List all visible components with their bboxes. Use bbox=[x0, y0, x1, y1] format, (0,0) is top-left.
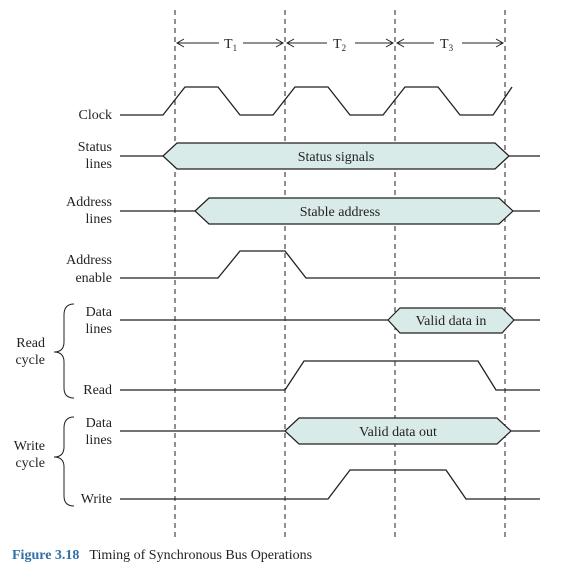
label-read: Read bbox=[83, 383, 112, 398]
group-braces: Read cycle Write cycle bbox=[14, 303, 75, 507]
period-t3-label: T3 bbox=[440, 37, 454, 53]
address-enable-waveform bbox=[120, 250, 540, 279]
period-t1: T1 bbox=[175, 37, 285, 53]
label-enable-line1: Address bbox=[66, 253, 112, 268]
label-enable-line2: enable bbox=[75, 271, 112, 286]
write-waveform bbox=[120, 469, 540, 500]
period-t1-label: T1 bbox=[224, 37, 237, 53]
status-lines-signal: Status signals bbox=[120, 142, 540, 170]
read-cycle-label-line2: cycle bbox=[15, 353, 45, 368]
figure-number: Figure 3.18 bbox=[12, 548, 80, 563]
valid-data-out-label: Valid data out bbox=[359, 425, 437, 440]
write-cycle-label-line1: Write bbox=[14, 439, 45, 454]
status-signals-label: Status signals bbox=[298, 150, 375, 165]
valid-data-in-label: Valid data in bbox=[416, 314, 487, 329]
period-t2-label: T2 bbox=[333, 37, 346, 53]
label-status-line1: Status bbox=[78, 140, 112, 155]
signal-labels: Clock Status lines Address lines Address… bbox=[66, 108, 113, 507]
write-cycle-label-line2: cycle bbox=[15, 456, 45, 471]
write-data-lines-signal: Valid data out bbox=[120, 417, 540, 445]
label-status-line2: lines bbox=[86, 157, 112, 172]
label-clock: Clock bbox=[79, 108, 112, 123]
read-cycle-brace bbox=[53, 303, 75, 399]
stable-address-label: Stable address bbox=[300, 205, 380, 220]
clock-waveform bbox=[120, 86, 513, 116]
read-data-lines-signal: Valid data in bbox=[120, 307, 540, 334]
period-markers: T1 T2 T3 bbox=[175, 37, 505, 53]
period-t2: T2 bbox=[285, 37, 395, 53]
read-cycle-label-line1: Read bbox=[16, 336, 45, 351]
label-address-line2: lines bbox=[86, 212, 112, 227]
read-waveform bbox=[120, 360, 540, 391]
clock-edge-guides bbox=[174, 10, 506, 540]
label-write: Write bbox=[81, 492, 112, 507]
address-lines-signal: Stable address bbox=[120, 197, 540, 225]
figure-title: Timing of Synchronous Bus Operations bbox=[89, 548, 313, 563]
write-cycle-brace bbox=[53, 416, 75, 507]
period-t3: T3 bbox=[395, 37, 505, 53]
figure-caption: Figure 3.18 Timing of Synchronous Bus Ope… bbox=[12, 548, 312, 564]
label-write-data-line2: lines bbox=[86, 433, 112, 448]
label-address-line1: Address bbox=[66, 195, 112, 210]
label-write-data-line1: Data bbox=[86, 416, 113, 431]
label-read-data-line1: Data bbox=[86, 305, 113, 320]
label-read-data-line2: lines bbox=[86, 322, 112, 337]
